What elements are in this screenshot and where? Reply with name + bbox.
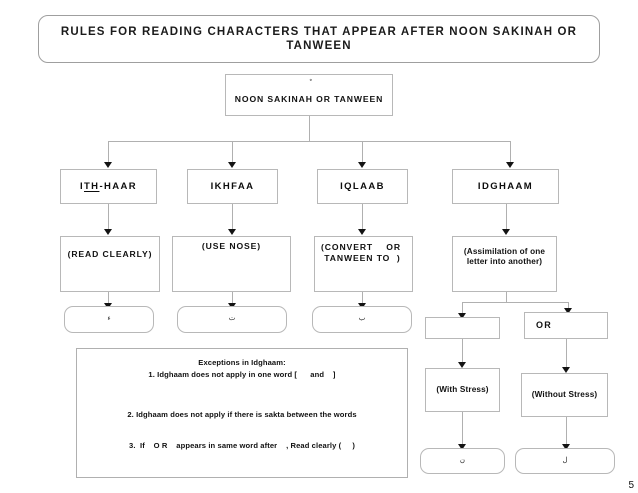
node-idghaam-label: IDGHAAM bbox=[477, 180, 534, 192]
node-root: ْ NOON SAKINAH OR TANWEEN bbox=[225, 74, 393, 116]
node-idghaam: IDGHAAM bbox=[452, 169, 559, 204]
connector-idghaam-subbus bbox=[462, 302, 568, 303]
connector-with-stress-letters bbox=[462, 412, 463, 445]
node-ith-haar-description: (READ CLEARLY) bbox=[60, 236, 160, 292]
arrow-iqlaab-desc bbox=[358, 229, 366, 235]
connector-ith-haar-desc bbox=[108, 204, 109, 230]
with-stress-label: (With Stress) bbox=[436, 384, 489, 394]
node-iqlaab: IQLAAB bbox=[317, 169, 408, 204]
without-stress-label: (Without Stress) bbox=[531, 389, 598, 399]
with-stress-letters-arabic: ن bbox=[459, 456, 466, 464]
node-iqlaab-letters: ب bbox=[312, 306, 412, 333]
node-ith-haar: ITH-HAAR bbox=[60, 169, 157, 204]
arrow-ikhfaa bbox=[228, 162, 236, 168]
arrow-iqlaab bbox=[358, 162, 366, 168]
arrow-idghaam bbox=[506, 162, 514, 168]
node-without-stress: (Without Stress) bbox=[521, 373, 608, 417]
arrow-ikhfaa-desc bbox=[228, 229, 236, 235]
connector-idghaam-left-stress bbox=[462, 339, 463, 363]
connector-bus-ith-haar bbox=[108, 141, 109, 163]
page-number: 5 bbox=[628, 480, 634, 491]
node-ikhfaa-letters: ت bbox=[177, 306, 287, 333]
connector-idghaam-left bbox=[462, 302, 463, 315]
ikhfaa-description-text: (USE NOSE) bbox=[201, 241, 262, 251]
ikhfaa-letters-arabic: ت bbox=[228, 315, 236, 323]
exceptions-item-2: 2. Idghaam does not apply if there is sa… bbox=[127, 410, 357, 419]
idghaam-right-label: OR bbox=[536, 319, 552, 330]
node-ith-haar-label: ITH-HAAR bbox=[79, 180, 138, 192]
connector-ith-haar-letters bbox=[108, 292, 109, 305]
connector-ikhfaa-letters bbox=[232, 292, 233, 305]
node-root-arabic: ْ bbox=[226, 80, 392, 89]
arrow-idghaam-left-stress bbox=[458, 362, 466, 368]
exceptions-panel: Exceptions in Idghaam: 1. Idghaam does n… bbox=[76, 348, 408, 478]
connector-ikhfaa-desc bbox=[232, 204, 233, 230]
node-ikhfaa-description: (USE NOSE) bbox=[172, 236, 291, 292]
iqlaab-description-text: (CONVERT OR TANWEEN TO ) bbox=[321, 242, 401, 263]
node-ith-haar-letters: ء bbox=[64, 306, 154, 333]
node-idghaam-right: OR bbox=[524, 312, 608, 339]
exceptions-title: Exceptions in Idghaam: bbox=[198, 358, 286, 367]
node-idghaam-left bbox=[425, 317, 500, 339]
page-title-banner: RULES FOR READING CHARACTERS THAT APPEAR… bbox=[38, 15, 600, 63]
connector-idghaam-subbus-down bbox=[506, 292, 507, 302]
node-with-stress: (With Stress) bbox=[425, 368, 500, 412]
node-iqlaab-description: (CONVERT OR TANWEEN TO ) bbox=[314, 236, 413, 292]
node-root-label: NOON SAKINAH OR TANWEEN bbox=[234, 93, 384, 104]
connector-bus-idghaam bbox=[510, 141, 511, 163]
ith-haar-description-text: (READ CLEARLY) bbox=[67, 249, 153, 259]
connector-iqlaab-desc bbox=[362, 204, 363, 230]
connector-idghaam-right bbox=[568, 302, 569, 310]
connector-bus-ikhfaa bbox=[232, 141, 233, 163]
connector-bus-level2 bbox=[108, 141, 510, 142]
exceptions-item-3: 3. If O R appears in same word after , R… bbox=[129, 441, 355, 450]
arrow-idghaam-right-stress bbox=[562, 367, 570, 373]
arrow-ith-haar-desc bbox=[104, 229, 112, 235]
arrow-ith-haar bbox=[104, 162, 112, 168]
node-with-stress-letters: ن bbox=[420, 448, 505, 474]
iqlaab-letters-arabic: ب bbox=[358, 315, 366, 323]
node-without-stress-letters: ل bbox=[515, 448, 615, 474]
connector-without-stress-letters bbox=[566, 417, 567, 445]
node-ikhfaa-label: IKHFAA bbox=[210, 180, 255, 192]
idghaam-description-text: (Assimilation of one letter into another… bbox=[463, 247, 546, 267]
connector-iqlaab-letters bbox=[362, 292, 363, 305]
node-idghaam-description: (Assimilation of one letter into another… bbox=[452, 236, 557, 292]
exceptions-item-1: 1. Idghaam does not apply in one word [ … bbox=[148, 370, 336, 379]
node-ikhfaa: IKHFAA bbox=[187, 169, 278, 204]
node-iqlaab-label: IQLAAB bbox=[340, 180, 385, 192]
connector-bus-iqlaab bbox=[362, 141, 363, 163]
arrow-idghaam-left bbox=[458, 313, 466, 319]
arrow-without-stress-letters bbox=[562, 444, 570, 450]
arrow-idghaam-right bbox=[564, 308, 572, 314]
connector-idghaam-right-stress bbox=[566, 339, 567, 368]
without-stress-letters-arabic: ل bbox=[562, 456, 568, 464]
page-title: RULES FOR READING CHARACTERS THAT APPEAR… bbox=[60, 25, 582, 52]
connector-idghaam-desc bbox=[506, 204, 507, 230]
arrow-with-stress-letters bbox=[458, 444, 466, 450]
arrow-idghaam-desc bbox=[502, 229, 510, 235]
connector-root-down bbox=[309, 116, 310, 141]
ith-haar-letters-arabic: ء bbox=[107, 315, 111, 323]
